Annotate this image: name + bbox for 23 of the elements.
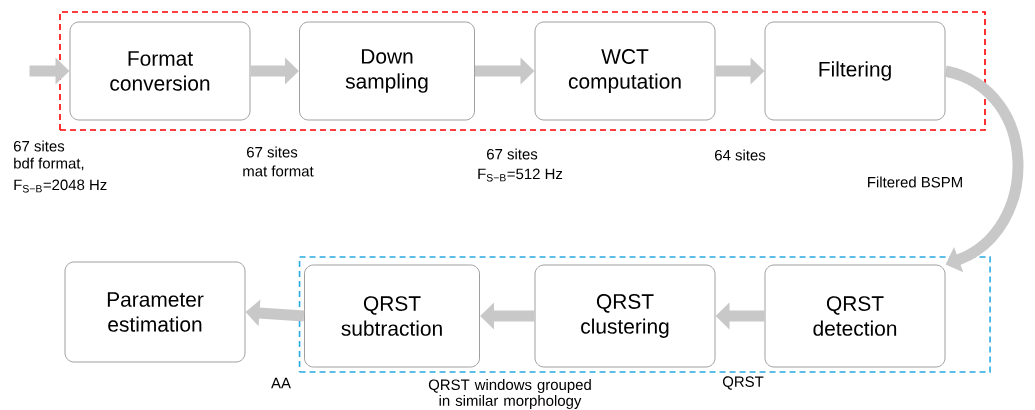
annotation-text: QRST windows grouped in similar morphology <box>428 379 591 409</box>
annotation-text: QRST <box>722 376 764 390</box>
annotation-text: AA <box>271 377 291 389</box>
process-box: QRST subtraction <box>304 264 480 368</box>
annotation-text: F$_{S−B}$=512 Hz <box>478 168 563 182</box>
process-box: Down sampling <box>299 21 475 121</box>
process-box: Format conversion <box>69 21 251 121</box>
annotation-text: 67 sites <box>13 140 65 152</box>
process-box: Parameter estimation <box>64 261 246 363</box>
curved-arrow <box>943 65 1024 273</box>
annotation-text: F$_{S−B}$=2048 Hz <box>14 179 107 193</box>
annotation-text: Filtered BSPM <box>868 176 962 188</box>
annotation-text: 64 sites <box>715 149 766 161</box>
process-box: QRST clustering <box>534 264 716 368</box>
dashed-group-box <box>59 11 986 131</box>
annotation-text: bdf format, <box>14 157 84 171</box>
dashed-group-box <box>298 256 991 373</box>
annotation-text: 67 sites <box>247 146 298 158</box>
process-box: QRST detection <box>764 264 946 368</box>
annotation-text: 67 sites <box>487 148 538 160</box>
process-box: WCT computation <box>534 21 716 121</box>
annotation-text: mat format <box>243 165 314 177</box>
process-box: Filtering <box>764 21 946 121</box>
